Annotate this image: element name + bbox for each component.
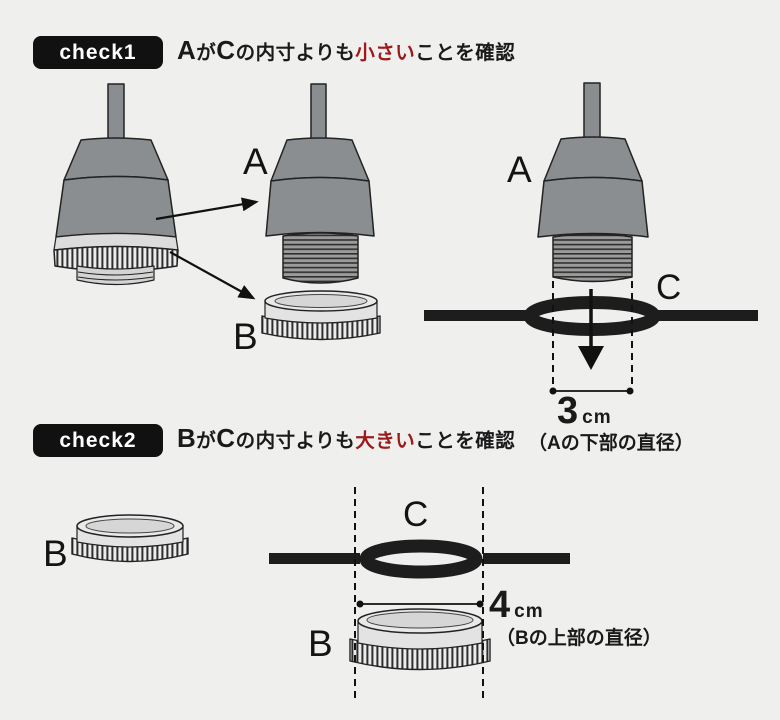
- cord: [310, 83, 327, 142]
- dimension-unit: cm: [514, 601, 544, 622]
- socket-body: [537, 176, 649, 238]
- screw-thread: [282, 232, 359, 284]
- ring-inner-face: [274, 294, 368, 308]
- title-part: の内寸よりも: [235, 42, 356, 64]
- ring-c: [359, 539, 483, 579]
- check1-part-a: [265, 83, 375, 284]
- check2-badge: check2: [33, 424, 163, 457]
- ring-inner-face: [366, 611, 474, 629]
- arrow-to-a-icon: [155, 197, 259, 221]
- check1-fit-socket-a: [537, 82, 649, 283]
- check2-guides: [354, 487, 484, 702]
- label-a-fit: A: [507, 149, 532, 190]
- check2-part-b-ring: [71, 514, 189, 563]
- label-b-fit: B: [308, 623, 333, 664]
- label-b-exploded: B: [233, 316, 258, 357]
- socket-cap: [270, 137, 370, 182]
- check2-ring-c: [269, 539, 570, 579]
- title-part: ことを確認: [415, 42, 516, 64]
- label-b-part: B: [43, 533, 68, 574]
- knurl-ring: [53, 245, 179, 272]
- insert-arrow-head-icon: [578, 346, 604, 370]
- socket-body: [55, 175, 177, 238]
- title-highlight: 小さい: [355, 42, 416, 64]
- title-part: が: [196, 430, 217, 452]
- title-part: C: [216, 35, 236, 65]
- cord-bar-right: [654, 310, 758, 321]
- check1-dimension-caption: （Aの下部の直径）: [528, 433, 694, 454]
- label-c-fit: C: [656, 268, 682, 307]
- cord-bar-left: [424, 310, 530, 321]
- title-highlight: 大きい: [355, 430, 416, 452]
- cord-bar-left: [269, 553, 360, 564]
- label-c-fit2: C: [403, 495, 429, 534]
- title-part: が: [196, 42, 217, 64]
- screw-thread: [552, 233, 633, 283]
- cord-bar-right: [483, 553, 570, 564]
- title-part: C: [216, 423, 236, 453]
- arrow-to-b-icon: [169, 251, 256, 300]
- dimension-value: 3: [557, 390, 579, 432]
- check1-badge: check1: [33, 36, 163, 69]
- socket-body: [265, 176, 375, 237]
- exploded-arrows: [155, 197, 259, 300]
- cord: [107, 83, 125, 142]
- ring-inner-face: [85, 518, 175, 534]
- check1-assembled-socket: [53, 83, 179, 286]
- check1-guides: [549, 281, 634, 395]
- title-part: の内寸よりも: [235, 430, 356, 452]
- check1-part-b-ring: [261, 290, 381, 341]
- title-part: B: [177, 423, 197, 453]
- label-a-exploded: A: [243, 141, 268, 182]
- dimension-value: 4: [489, 584, 511, 626]
- check2-dimension-caption: （Bの上部の直径）: [496, 628, 662, 649]
- dimension-unit: cm: [582, 407, 612, 428]
- check2-dimension: 4 cm: [489, 586, 544, 624]
- cord: [583, 82, 601, 141]
- socket-cap: [543, 136, 643, 182]
- socket-cap: [63, 137, 169, 181]
- title-part: A: [177, 35, 197, 65]
- check1-dimension: 3 cm: [557, 392, 612, 430]
- title-part: ことを確認: [415, 430, 516, 452]
- check2-fit-ring-b: [349, 608, 491, 671]
